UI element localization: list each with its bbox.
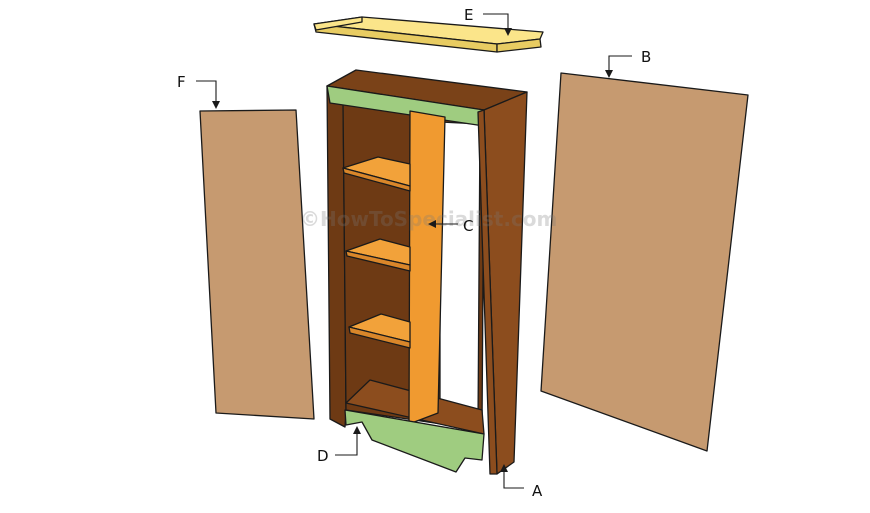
leader-a: [503, 470, 524, 489]
leader-b: [608, 55, 632, 72]
crown-left-return: [313, 16, 363, 31]
part-e-crown-molding: [313, 16, 544, 53]
crown-side-face: [496, 38, 542, 53]
arrowhead-a: [500, 464, 508, 472]
label-f-group: F: [177, 73, 220, 109]
divider-front: [408, 110, 446, 425]
label-c: C: [463, 217, 473, 235]
part-c-divider: [408, 110, 446, 425]
label-f: F: [177, 73, 186, 91]
label-e: E: [464, 6, 473, 24]
arrowhead-f: [212, 101, 220, 109]
shelf-1-edge: [342, 167, 411, 192]
carcass-interior-open-right: [439, 121, 481, 423]
part-b-back-panel: [540, 72, 749, 452]
label-e-group: E: [464, 6, 512, 36]
leader-f: [196, 80, 217, 103]
part-f-side-panel: [199, 109, 315, 420]
label-b: B: [641, 48, 651, 66]
label-a-group: A: [500, 464, 543, 500]
watermark-text: ©HowToSpecialist.com: [300, 207, 557, 231]
label-d-group: D: [317, 426, 361, 465]
part-d-bottom-rail: [344, 409, 485, 473]
arrowhead-c: [428, 220, 436, 228]
shelf-3-edge: [348, 326, 411, 349]
label-a: A: [532, 482, 543, 500]
label-c-group: C: [428, 217, 473, 235]
arrowhead-b: [605, 70, 613, 78]
shelf-2-edge: [345, 250, 411, 272]
label-d: D: [317, 447, 329, 465]
label-b-group: B: [605, 48, 651, 78]
carcass-right-front-edge: [477, 109, 498, 475]
shelves: [342, 156, 411, 349]
arrowhead-d: [353, 426, 361, 434]
leader-d: [335, 432, 358, 456]
leader-e: [483, 13, 509, 30]
arrowhead-e: [504, 28, 512, 36]
